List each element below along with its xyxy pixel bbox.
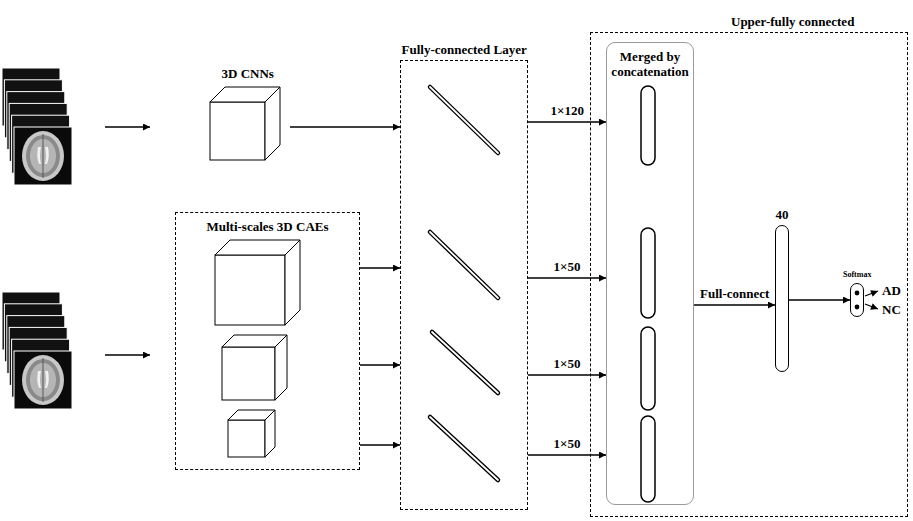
edge-label: 1×120	[549, 103, 586, 118]
node-label: 40	[776, 207, 789, 222]
softmax-node: Softmax	[850, 283, 864, 317]
mri-stack	[2, 292, 72, 409]
class-label: NC	[882, 302, 901, 317]
class-label: AD	[882, 283, 901, 298]
connector-arrow	[528, 374, 606, 376]
node-label: 3D CNNs	[222, 66, 274, 81]
fc-bars	[430, 87, 498, 480]
connector-arrow	[290, 126, 400, 128]
cae-cubes	[215, 240, 300, 457]
dense-vector: 40	[775, 225, 789, 372]
node-label: Softmax	[843, 270, 871, 280]
connector-arrow	[360, 444, 400, 446]
node-label: Multi-scales 3D CAEs	[180, 219, 355, 234]
cnn-cube: 3D CNNs	[205, 85, 290, 162]
group-box: Fully-connected Layer	[400, 60, 528, 510]
connector-arrow	[694, 304, 775, 306]
connector-arrow	[789, 299, 850, 301]
mri-stack	[2, 68, 72, 185]
connector-arrow	[528, 277, 606, 279]
connector-arrow	[360, 267, 400, 269]
node-label: Fully-connected Layer	[402, 42, 527, 57]
edge-label: Full-connect	[698, 286, 771, 301]
node-label: Merged by concatenation	[611, 49, 689, 79]
connector-arrow	[360, 364, 400, 366]
node-label: Upper-fully connected	[731, 14, 854, 29]
edge-label: 1×50	[552, 356, 583, 371]
cube-outline	[205, 85, 290, 162]
group-box: Upper-fully connectedMerged by concatena…	[590, 32, 908, 517]
group-box: Multi-scales 3D CAEs	[175, 212, 360, 470]
connector-arrow	[528, 454, 606, 456]
feature-vectors	[641, 86, 655, 502]
connector-arrow	[528, 121, 606, 123]
edge-label: 1×50	[552, 436, 583, 451]
concat-box: Merged by concatenation	[606, 42, 694, 505]
edge-label: 1×50	[552, 259, 583, 274]
